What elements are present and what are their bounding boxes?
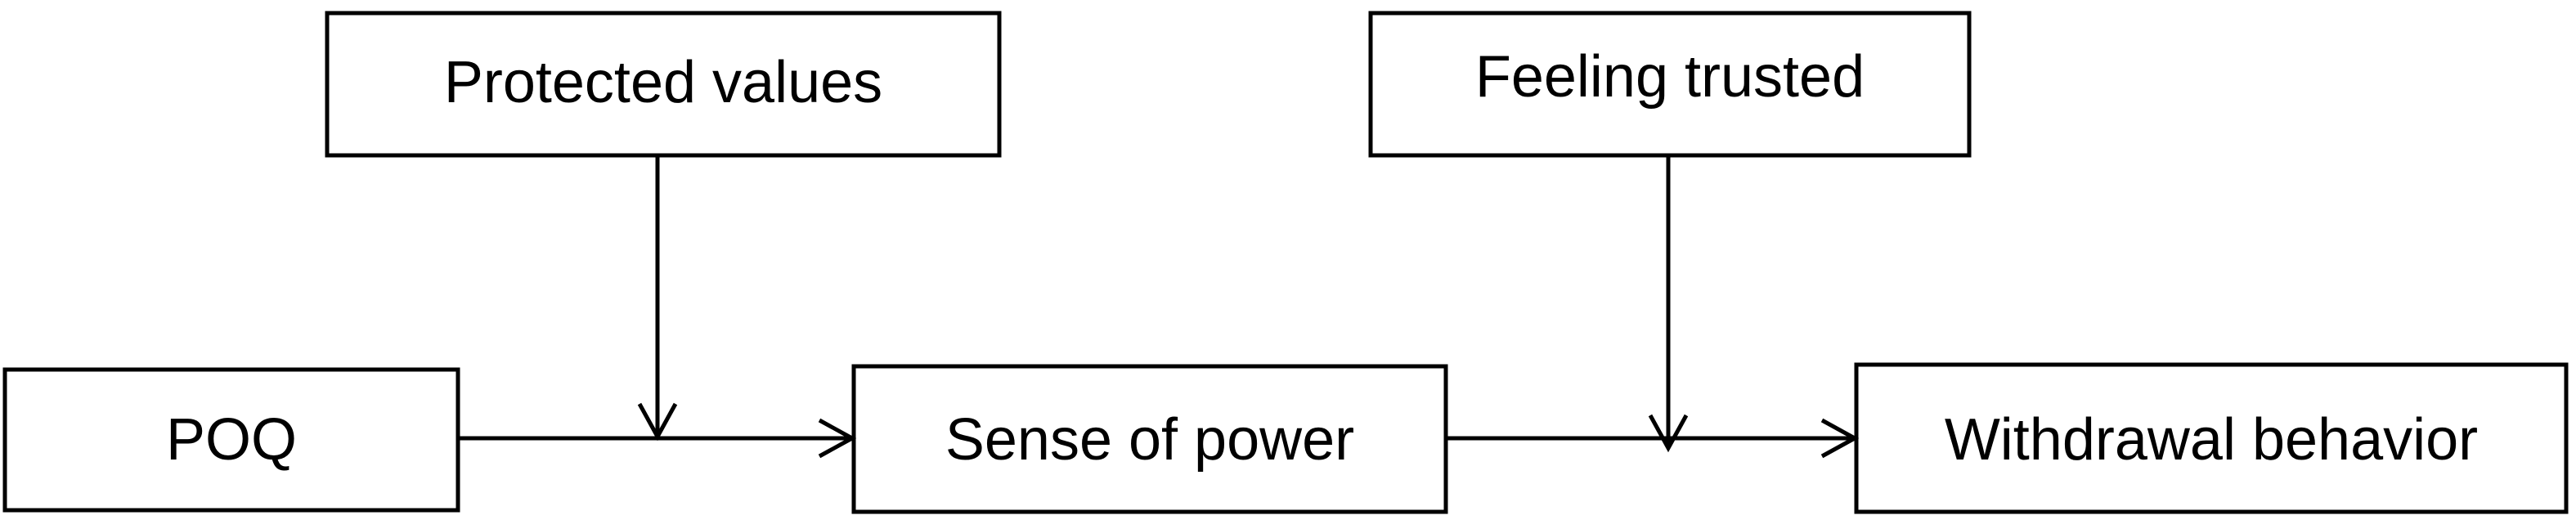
edge-poq-to-sense-of-power-arrowhead [818, 418, 857, 459]
node-withdrawal-behavior-box [1854, 362, 2569, 514]
node-poq: POQ [2, 367, 460, 513]
edge-sense-of-power-to-withdrawal-arrowhead [1820, 418, 1860, 459]
node-feeling-trusted: Feeling trusted [1368, 11, 1972, 158]
node-feeling-trusted-label: Feeling trusted [1475, 44, 1865, 110]
node-sense-of-power: Sense of power [851, 364, 1448, 514]
node-sense-of-power-label: Sense of power [945, 407, 1354, 473]
node-feeling-trusted-box [1368, 11, 1972, 158]
node-withdrawal-behavior-label: Withdrawal behavior [1945, 407, 2478, 473]
node-poq-label: POQ [166, 407, 297, 473]
node-protected-values-box [325, 11, 1002, 158]
node-protected-values-label: Protected values [444, 50, 882, 115]
edge-protected-values-moderation [637, 155, 678, 442]
edge-feeling-trusted-moderation [1648, 155, 1689, 453]
edge-protected-values-moderation-arrowhead [637, 402, 678, 442]
node-withdrawal-behavior: Withdrawal behavior [1854, 362, 2569, 514]
node-poq-box [2, 367, 460, 513]
edge-feeling-trusted-moderation-arrowhead [1648, 414, 1689, 453]
edge-sense-of-power-to-withdrawal [1446, 418, 1860, 459]
edge-poq-to-sense-of-power [458, 418, 857, 459]
node-protected-values: Protected values [325, 11, 1002, 158]
